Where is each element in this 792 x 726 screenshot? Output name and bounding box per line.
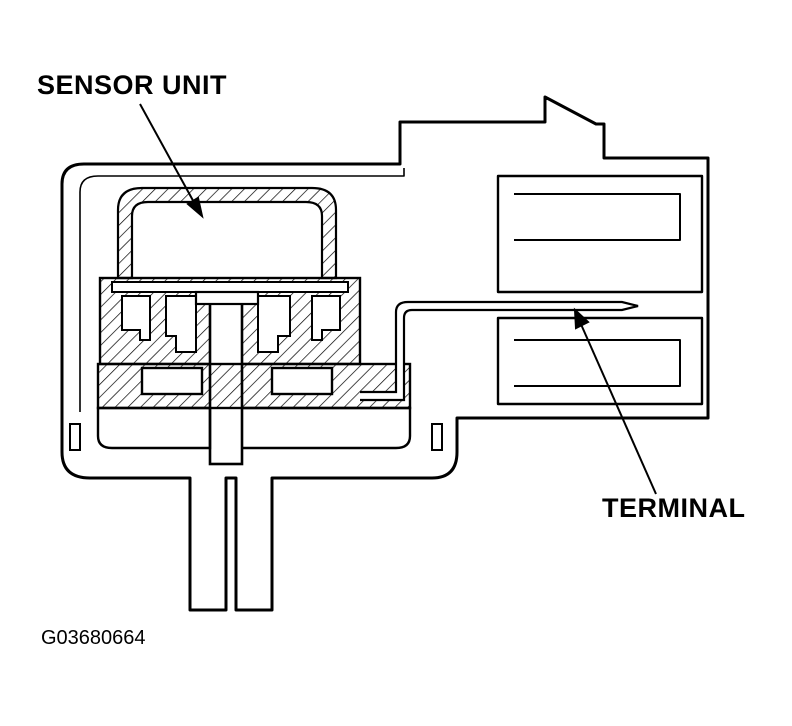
figure-code: G03680664 — [41, 627, 146, 649]
lower-chamber-right — [242, 406, 412, 450]
bolt-right — [431, 423, 443, 451]
lower-chamber-left — [96, 406, 212, 450]
bolt-left — [69, 423, 81, 451]
sensor-unit-dome — [116, 186, 338, 280]
sensor-unit-arrowhead — [186, 196, 204, 219]
sensor-unit-leader — [139, 103, 197, 207]
connector-lower-recess — [514, 339, 681, 387]
terminal-label: TERMINAL — [602, 493, 746, 523]
stem-cap — [194, 290, 260, 306]
sensor-unit-label: SENSOR UNIT — [37, 70, 228, 100]
mid-plate-window-right — [270, 366, 334, 396]
connector-upper-socket — [496, 174, 704, 294]
connector-lower-socket — [496, 316, 704, 406]
terminal-lead — [360, 300, 639, 402]
housing-inner-line — [79, 168, 405, 412]
cavity-center-right — [257, 295, 291, 353]
connector-upper-recess — [514, 193, 681, 241]
sensor-base-plate — [111, 281, 349, 293]
terminal-arrowhead — [573, 307, 590, 330]
cavity-right — [311, 295, 341, 341]
terminal-leader — [579, 321, 657, 495]
cavity-left — [121, 295, 151, 341]
housing-outline — [60, 95, 710, 612]
mid-plate-window — [140, 366, 204, 396]
